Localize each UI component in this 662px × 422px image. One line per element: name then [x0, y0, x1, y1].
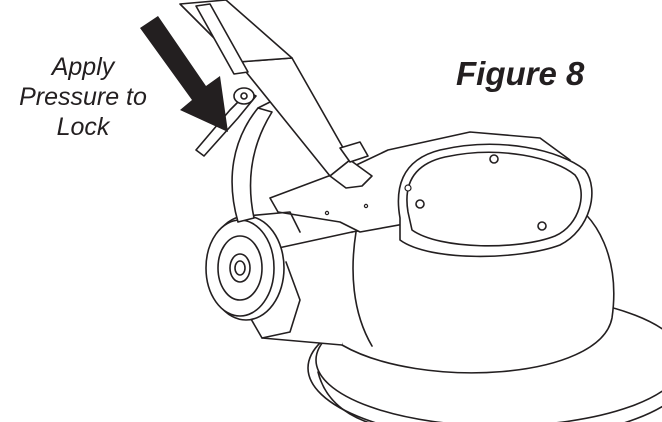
- handle-tube: [179, 0, 373, 189]
- callout-line-1: Apply: [51, 53, 115, 81]
- motor-cover: [269, 131, 593, 258]
- detail-screws: [324, 184, 412, 216]
- callout-line-2: Pressure to: [19, 83, 147, 111]
- callout-line-3: Lock: [56, 113, 110, 141]
- pressure-arrow-icon: [140, 16, 228, 132]
- figure-title: Figure 8: [456, 55, 585, 92]
- wheel: [205, 211, 301, 321]
- apply-pressure-label: Apply Pressure to Lock: [8, 52, 158, 142]
